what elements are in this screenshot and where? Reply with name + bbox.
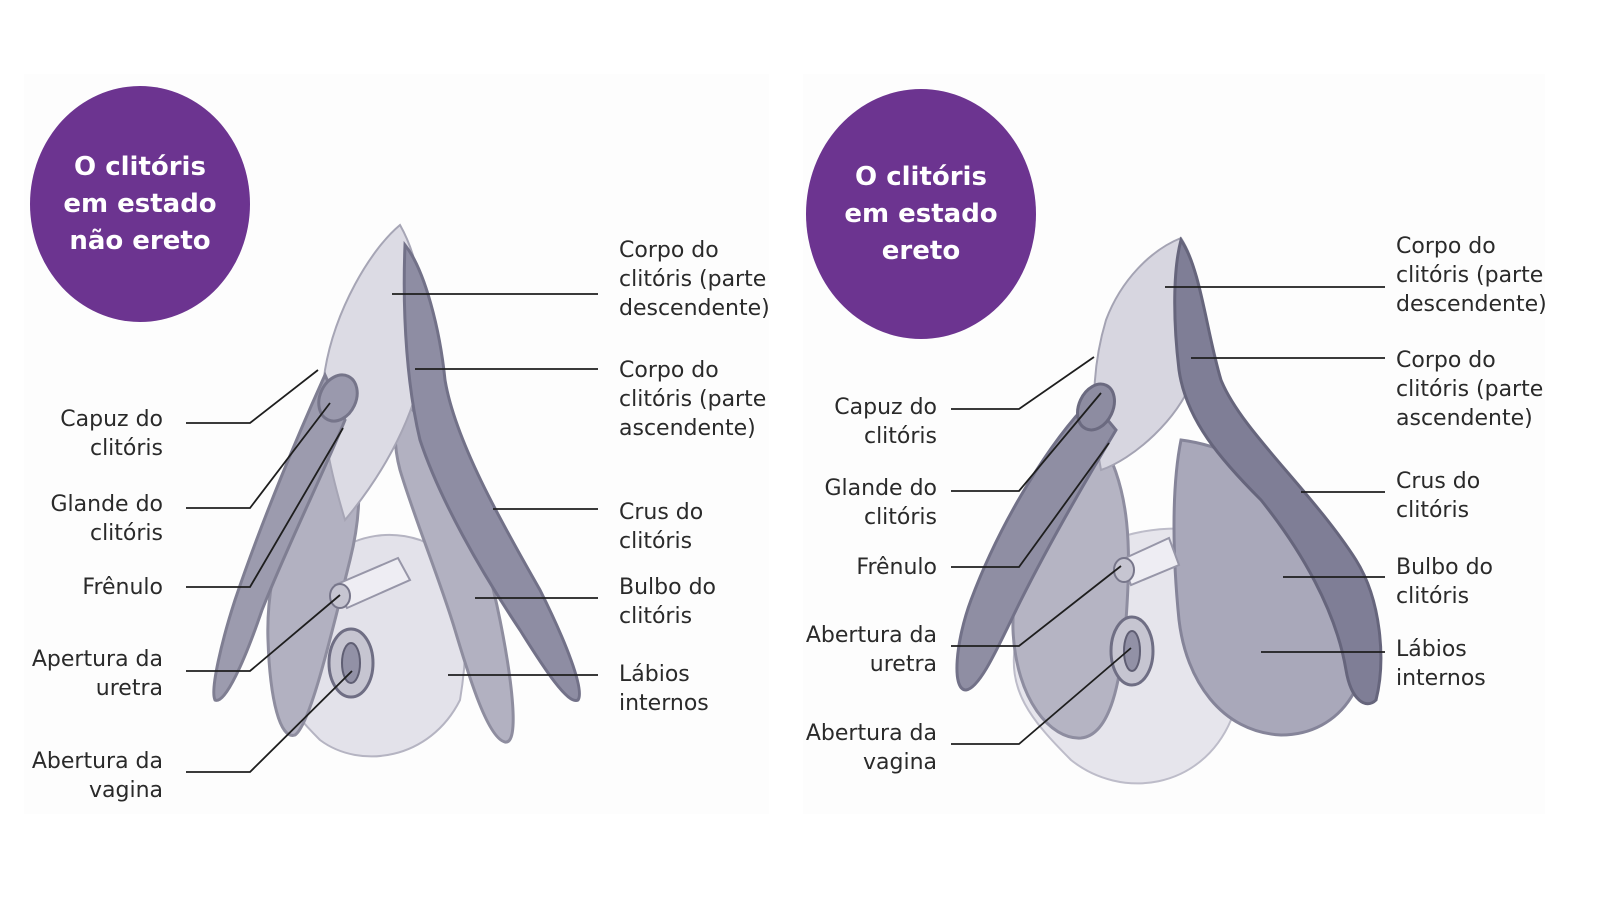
label-line: clitóris (parte — [619, 265, 770, 294]
label-line: descendente) — [1396, 290, 1547, 319]
label-line: Corpo do — [619, 356, 766, 385]
label-line: Glande do — [824, 474, 937, 503]
badge-line: ereto — [844, 233, 997, 270]
label-line: vagina — [32, 776, 163, 805]
label-line: clitóris — [1396, 496, 1480, 525]
label-line: Abertura da — [32, 747, 163, 776]
label-line: Abertura da — [806, 621, 937, 650]
label-line: Glande do — [50, 490, 163, 519]
label-line: clitóris — [619, 527, 703, 556]
label-line: clitóris — [50, 519, 163, 548]
label-line: clitóris (parte — [619, 385, 766, 414]
label-line: clitóris — [834, 422, 937, 451]
label-line: ascendente) — [1396, 404, 1543, 433]
label-line: uretra — [32, 674, 163, 703]
label-line: Corpo do — [619, 236, 770, 265]
label-line: Lábios — [619, 660, 709, 689]
badge-line: em estado — [63, 186, 216, 223]
label-line: Crus do — [619, 498, 703, 527]
label-line: clitóris (parte — [1396, 261, 1547, 290]
label-line: Lábios — [1396, 635, 1486, 664]
label-line: clitóris — [824, 503, 937, 532]
label-line: ascendente) — [619, 414, 766, 443]
label-line: internos — [619, 689, 709, 718]
label-line: clitóris — [60, 434, 163, 463]
label-line: Bulbo do — [619, 573, 716, 602]
label-line: clitóris (parte — [1396, 375, 1543, 404]
label-line: descendente) — [619, 294, 770, 323]
label-frenulum: Frênulo — [856, 553, 937, 582]
label-line: internos — [1396, 664, 1486, 693]
state-badge: O clitóris em estado não ereto — [30, 86, 250, 322]
label-line: Crus do — [1396, 467, 1480, 496]
label-line: Abertura da — [806, 719, 937, 748]
badge-line: não ereto — [63, 223, 216, 260]
label-line: Capuz do — [60, 405, 163, 434]
label-line: Apertura da — [32, 645, 163, 674]
label-line: Bulbo do — [1396, 553, 1493, 582]
label-line: Frênulo — [856, 553, 937, 582]
state-badge: O clitóris em estado ereto — [806, 89, 1036, 339]
label-line: clitóris — [619, 602, 716, 631]
label-line: Corpo do — [1396, 346, 1543, 375]
badge-line: em estado — [844, 196, 997, 233]
badge-line: O clitóris — [63, 149, 216, 186]
label-frenulum: Frênulo — [82, 573, 163, 602]
label-line: Corpo do — [1396, 232, 1547, 261]
label-line: vagina — [806, 748, 937, 777]
badge-line: O clitóris — [844, 159, 997, 196]
label-line: Capuz do — [834, 393, 937, 422]
label-line: clitóris — [1396, 582, 1493, 611]
label-line: uretra — [806, 650, 937, 679]
label-line: Frênulo — [82, 573, 163, 602]
